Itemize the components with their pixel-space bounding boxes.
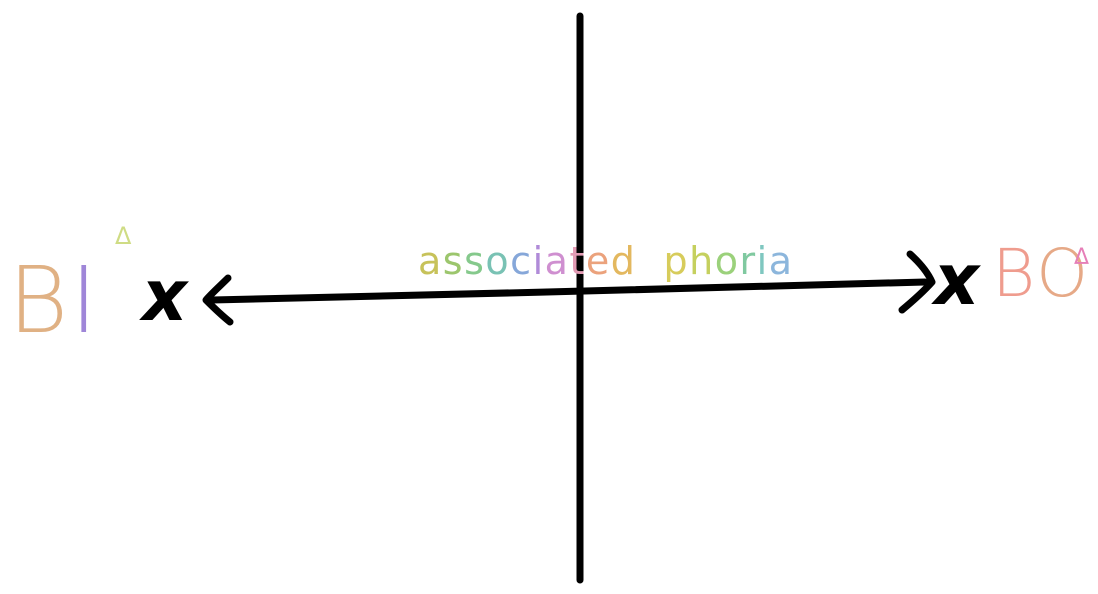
center-label-letter: t [569,239,585,283]
center-label-space [636,239,663,283]
center-label-letter: p [664,239,690,283]
right-label-letter: B [992,235,1036,312]
right-label-letter: O [1036,235,1090,312]
center-label-letter: e [586,239,611,283]
vertical-axis [575,12,584,584]
center-label-letter: s [443,239,464,283]
left-label: BI [8,247,99,354]
center-label-letter: s [464,239,485,283]
center-label-letter: i [757,239,769,283]
left-label-letter: B [8,247,70,354]
right-label: BO [992,235,1090,312]
center-label-letter: h [689,239,715,283]
center-label-letter: r [740,239,757,283]
center-label-letter: a [769,239,794,283]
center-label-letter: c [510,239,532,283]
center-label-letter: i [533,239,545,283]
left-label-letter: I [70,247,99,354]
center-label: associated phoria [418,239,793,283]
center-label-letter: a [545,239,570,283]
right-marker: x [931,239,981,321]
horizontal-axis [208,278,929,304]
center-label-letter: o [485,239,510,283]
right-arrowhead-icon [898,250,936,314]
left-arrowhead-icon [202,274,234,326]
center-label-letter: a [418,239,443,283]
left-marker: x [139,255,189,337]
center-label-letter: o [715,239,740,283]
left-label-superscript: Δ [115,222,132,250]
center-label-letter: d [611,239,637,283]
right-label-superscript: Δ [1074,245,1089,270]
